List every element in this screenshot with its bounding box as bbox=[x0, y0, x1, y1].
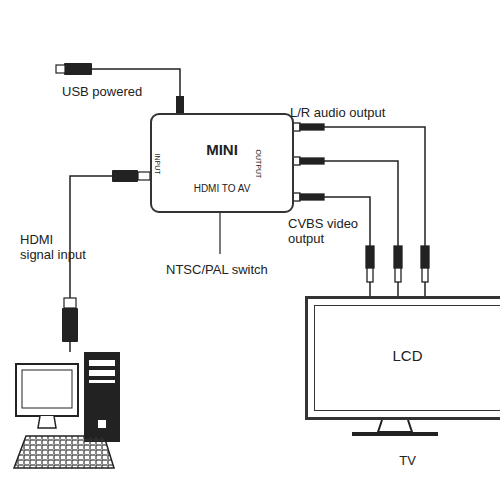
port-label: OUTPUT bbox=[254, 150, 262, 179]
hdmi-tip bbox=[64, 298, 76, 308]
usb-strain-relief bbox=[176, 96, 184, 113]
switch-leader bbox=[219, 213, 220, 254]
video-label: CVBS video output bbox=[288, 216, 364, 246]
device-type: HDMI TO AV bbox=[152, 183, 292, 194]
tv-screen: LCDTV bbox=[305, 296, 500, 420]
hdmi-tip bbox=[138, 172, 150, 180]
converter-box: MINI HDMI TO AV bbox=[150, 113, 294, 213]
computer bbox=[14, 352, 120, 468]
power-label: USB powered bbox=[62, 84, 142, 99]
screen-label: LCD bbox=[308, 347, 500, 364]
rca-cable bbox=[294, 197, 370, 296]
rca-cable bbox=[294, 127, 425, 296]
tv-base bbox=[352, 432, 438, 436]
device-name: MINI bbox=[152, 141, 292, 158]
hdmi-plug bbox=[62, 308, 78, 342]
tv-stand bbox=[378, 420, 412, 432]
hdmi-plug bbox=[112, 170, 138, 182]
port-label: INPUT bbox=[153, 154, 161, 175]
device-label: TV bbox=[308, 453, 500, 468]
switch-label: NTSC/PAL switch bbox=[166, 262, 268, 277]
usb-tip bbox=[56, 65, 65, 73]
audio-label: L/R audio output bbox=[290, 105, 385, 120]
input-label: HDMI signal input bbox=[20, 232, 90, 262]
hdmi-cable bbox=[70, 176, 112, 300]
rca-plugs bbox=[366, 246, 429, 282]
usb-plug bbox=[64, 63, 92, 75]
hdmi-cable bbox=[69, 342, 71, 352]
